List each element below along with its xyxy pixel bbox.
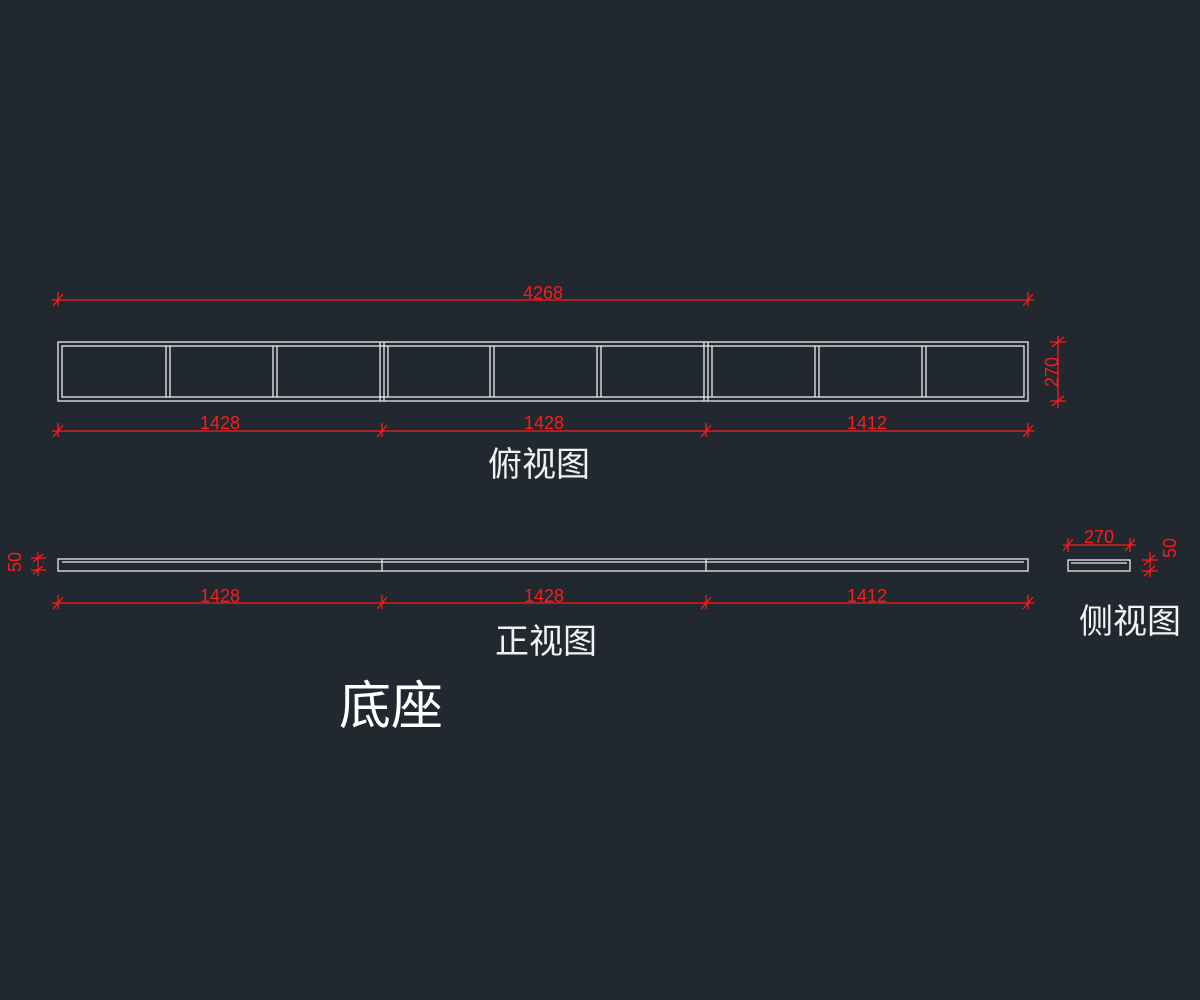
top-view: 4268 [52, 283, 1066, 485]
front-segment-1-label: 1428 [200, 586, 240, 606]
drawing-title: 底座 [339, 677, 443, 737]
side-height-dimension: 50 [1142, 538, 1180, 577]
front-view-label: 正视图 [495, 622, 597, 662]
top-depth-label: 270 [1042, 357, 1062, 387]
side-view-label: 侧视图 [1079, 602, 1181, 642]
top-view-frame [57, 341, 1029, 402]
top-segment-2-label: 1428 [524, 413, 564, 433]
front-height-label: 50 [5, 552, 25, 572]
side-view: 270 50 侧视图 [1062, 527, 1181, 642]
top-view-label: 俯视图 [488, 445, 590, 485]
top-segment-1-label: 1428 [200, 413, 240, 433]
front-segment-dimensions: 1428 1428 1412 [52, 586, 1034, 610]
top-depth-dimension: 270 [1042, 336, 1066, 408]
front-height-dimension: 50 [5, 552, 46, 576]
side-width-dimension: 270 [1062, 527, 1136, 552]
side-view-body [1067, 559, 1131, 572]
top-view-cells [165, 342, 927, 401]
side-height-label: 50 [1160, 538, 1180, 558]
top-overall-length-label: 4268 [523, 283, 563, 303]
top-segment-3-label: 1412 [847, 413, 887, 433]
side-width-label: 270 [1084, 527, 1114, 547]
top-segment-dimensions: 1428 1428 1412 [52, 413, 1034, 438]
front-view: 50 1428 1428 1412 正视图 [5, 552, 1034, 662]
front-segment-3-label: 1412 [847, 586, 887, 606]
front-view-body [57, 558, 1029, 572]
top-overall-dimension: 4268 [52, 283, 1034, 307]
front-segment-2-label: 1428 [524, 586, 564, 606]
